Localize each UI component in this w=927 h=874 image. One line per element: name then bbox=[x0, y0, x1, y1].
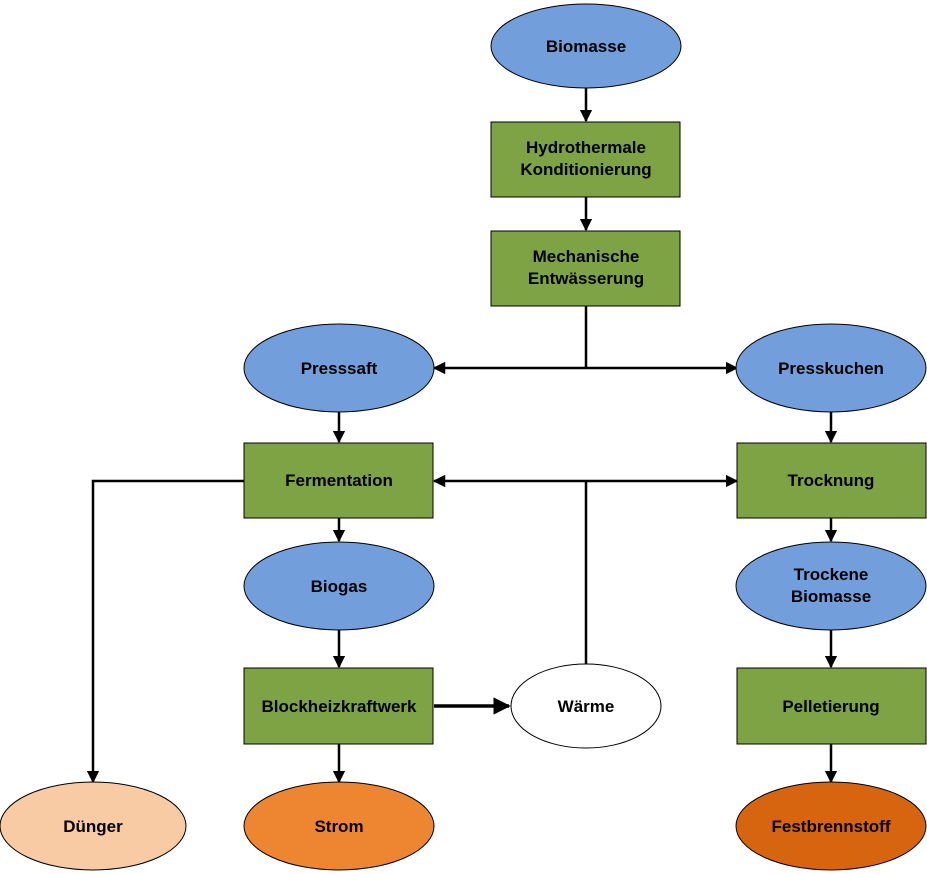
node-trocknung bbox=[736, 442, 927, 519]
node-strom bbox=[243, 781, 435, 871]
node-blockheizkraftwerk bbox=[243, 667, 434, 745]
label-waerme: Wärme bbox=[558, 697, 615, 716]
label-biomasse: Biomasse bbox=[546, 37, 626, 56]
node-trockene-biomasse bbox=[735, 541, 927, 631]
node-fermentation bbox=[243, 442, 434, 519]
label-pelletierung: Pelletierung bbox=[782, 697, 879, 716]
edge-fermentation-duenger bbox=[86, 479, 244, 784]
label-blockheizkraftwerk: Blockheizkraftwerk bbox=[262, 697, 417, 716]
node-duenger bbox=[0, 781, 187, 871]
nodes bbox=[0, 3, 927, 871]
connectors bbox=[86, 88, 838, 784]
label-biogas: Biogas bbox=[311, 577, 368, 596]
label-strom: Strom bbox=[314, 817, 363, 836]
node-pelletierung bbox=[736, 667, 927, 745]
label-festbrennstoff: Festbrennstoff bbox=[772, 817, 891, 836]
node-presskuchen bbox=[735, 323, 927, 413]
label-presskuchen: Presskuchen bbox=[778, 359, 884, 378]
node-festbrennstoff bbox=[735, 781, 927, 871]
node-waerme bbox=[510, 663, 662, 749]
node-biogas bbox=[243, 541, 435, 631]
label-duenger: Dünger bbox=[63, 817, 123, 836]
node-hydrothermale bbox=[490, 121, 681, 198]
label-fermentation: Fermentation bbox=[285, 471, 393, 490]
node-biomasse bbox=[490, 3, 682, 89]
node-mechanische bbox=[490, 230, 681, 307]
label-trocknung: Trocknung bbox=[788, 471, 875, 490]
node-presssaft bbox=[243, 323, 435, 413]
label-presssaft: Presssaft bbox=[301, 359, 378, 378]
